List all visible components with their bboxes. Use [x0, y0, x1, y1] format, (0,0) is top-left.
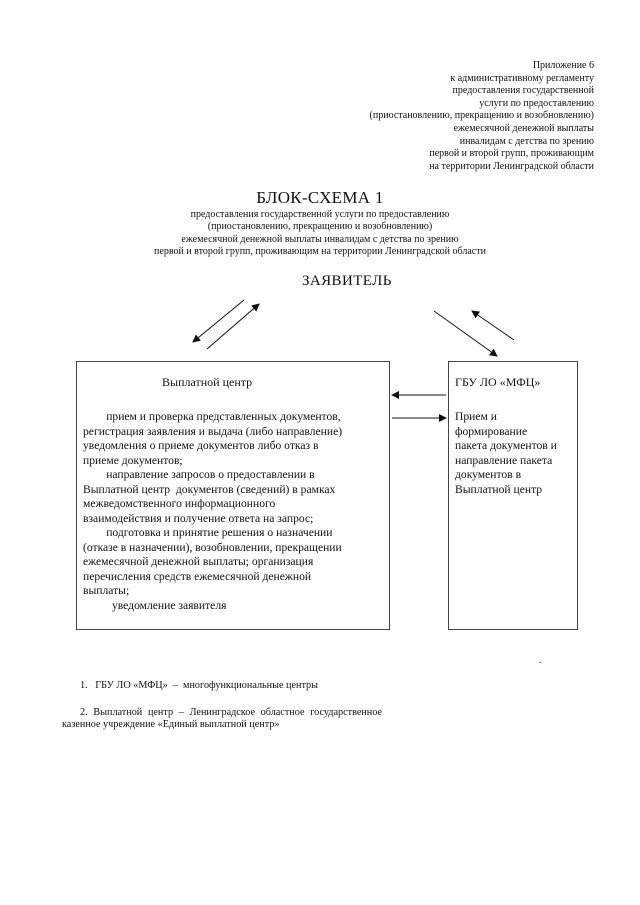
arrow-center-to-applicant — [206, 303, 260, 350]
appendix-line: первой и второй групп, проживающим — [429, 148, 594, 160]
note-mfc: 1. ГБУ ЛО «МФЦ» – многофункциональные це… — [80, 680, 318, 691]
description-line: взаимодействия и получение ответа на зап… — [83, 511, 314, 525]
description-line: Выплатной центр — [455, 482, 543, 496]
appendix-line: ежемесячной денежной выплаты — [453, 122, 594, 134]
description-line: перечисления средств ежемесячной денежно… — [83, 569, 312, 583]
subtitle-line: ежемесячной денежной выплаты инвалидам с… — [181, 233, 459, 245]
subtitle-line: первой и второй групп, проживающим на те… — [154, 246, 486, 258]
description-line: Прием и — [455, 410, 497, 423]
note-payment-center: 2. Выплатной центр – Ленинградское облас… — [62, 706, 382, 731]
description-line: (отказе в назначении), возобновлении, пр… — [83, 540, 342, 554]
scheme-title: БЛОК-СХЕМА 1 — [256, 188, 384, 207]
arrow-applicant-to-mfc — [433, 310, 498, 357]
description-line: направление запросов о предоставлении в — [83, 468, 315, 481]
appendix-line: предоставления государственной — [452, 85, 594, 97]
appendix-caption: Приложение 6 к административному регламе… — [294, 60, 594, 173]
appendix-line: (приостановлению, прекращению и возобнов… — [369, 110, 594, 122]
scheme-subtitle: предоставления государственной услуги по… — [0, 209, 640, 259]
mfc-description: Прием и формирование пакета документов и… — [455, 410, 575, 497]
description-line: пакета документов и — [455, 439, 557, 452]
description-line: подготовка и принятие решения о назначен… — [83, 526, 333, 539]
description-line: формирование — [455, 424, 528, 438]
payment-center-title: Выплатной центр — [162, 375, 253, 389]
payment-center-description: прием и проверка представленных документ… — [83, 410, 387, 613]
notes-section: 1. ГБУ ЛО «МФЦ» – многофункциональные це… — [62, 680, 382, 732]
appendix-line: услуги по предоставлению — [479, 97, 594, 109]
description-line: выплаты; — [83, 584, 130, 597]
description-line: уведомление заявителя — [83, 598, 227, 612]
footnote-mark: . — [539, 655, 542, 665]
description-line: направление пакета — [455, 453, 553, 467]
applicant-node: ЗАЯВИТЕЛЬ — [302, 273, 392, 289]
mfc-box: ГБУ ЛО «МФЦ» Прием и формирование пакета… — [448, 361, 578, 630]
arrow-mfc-to-applicant — [471, 310, 515, 341]
subtitle-line: предоставления государственной услуги по… — [190, 209, 450, 220]
mfc-title: ГБУ ЛО «МФЦ» — [455, 375, 541, 389]
description-line: документов в — [455, 468, 522, 481]
appendix-line: на территории Ленинградской области — [429, 160, 594, 172]
description-line: уведомления о приеме документов либо отк… — [83, 439, 319, 452]
description-line: прием и проверка представленных документ… — [83, 410, 341, 423]
description-line: межведомственного информационного — [83, 497, 276, 510]
arrow-applicant-to-center — [192, 299, 245, 343]
description-line: ежемесячной денежной выплаты; организаци… — [83, 555, 314, 568]
description-line: регистрация заявления и выдача (либо нап… — [83, 424, 343, 438]
appendix-line: инвалидам с детства по зрению — [459, 135, 594, 147]
appendix-line: к административному регламенту — [450, 72, 594, 84]
description-line: Выплатной центр документов (сведений) в … — [83, 482, 336, 496]
appendix-line: Приложение 6 — [532, 60, 594, 71]
subtitle-line: (приостановлению, прекращению и возобнов… — [207, 221, 433, 233]
description-line: приеме документов; — [83, 453, 183, 467]
payment-center-box: Выплатной центр прием и проверка предста… — [76, 361, 390, 630]
